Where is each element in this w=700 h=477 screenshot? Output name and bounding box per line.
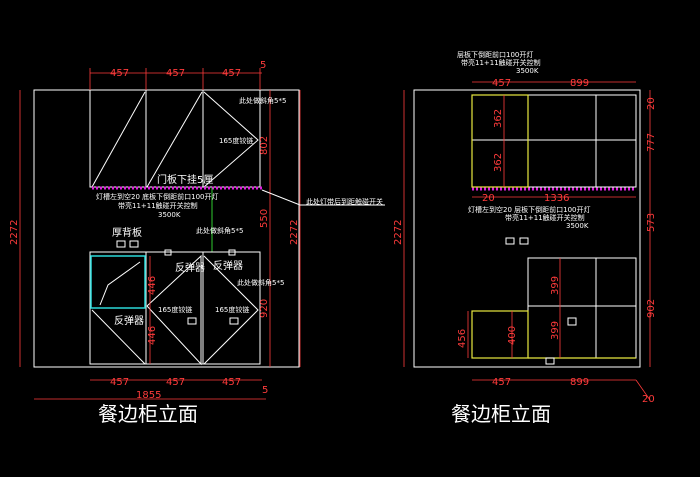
right-dim-inner-top-1: 362 — [493, 109, 504, 128]
right-title: 餐边柜立面 — [451, 402, 551, 426]
left-note-angle-bottom: 此处做斜角5*5 — [237, 278, 284, 287]
right-dim-bottom-2: 899 — [570, 377, 589, 388]
left-dim-top-4: 5 — [260, 60, 266, 71]
left-dim-inner-1: 446 — [147, 276, 158, 295]
right-note-light-1: 灯槽左到空20 层板下倒距前口100开灯 — [468, 205, 591, 214]
right-dim-inner-top-2: 362 — [493, 153, 504, 172]
right-dim-height-left: 2272 — [393, 220, 404, 245]
left-dim-top-3: 457 — [222, 68, 241, 79]
left-dim-right-550: 550 — [259, 209, 270, 228]
left-dim-height-left: 2272 — [9, 220, 20, 245]
left-note-back: 厚背板 — [112, 226, 142, 239]
left-dim-bottom-2: 457 — [166, 377, 185, 388]
left-outlet-icon — [129, 240, 139, 248]
left-dim-bottom-1: 457 — [110, 377, 129, 388]
left-dim-total: 1855 — [136, 390, 161, 401]
right-dim-456: 456 — [457, 329, 468, 348]
right-dim-20-mid: 20 — [482, 193, 495, 204]
right-dim-inner-bottom-1: 399 — [550, 276, 561, 295]
left-dim-bottom-4: 5 — [262, 385, 268, 396]
left-note-light-1: 灯槽左到空20 底板下倒距前口100开灯 — [96, 192, 219, 201]
right-note-light-3: 3500K — [566, 222, 589, 230]
right-outlet-icon — [505, 237, 515, 245]
right-knob-icon — [567, 317, 577, 326]
right-note-top-1: 层板下倒距前口100开灯 — [457, 50, 533, 59]
left-note-rebound-1: 反弹器 — [175, 261, 205, 274]
right-dim-bottom-1: 457 — [492, 377, 511, 388]
left-dim-right-802: 802 — [259, 136, 270, 155]
right-wall-cabinet — [471, 94, 637, 188]
left-note-hinge-b2: 165度铰链 — [215, 305, 249, 314]
left-outlet-icon — [116, 240, 126, 248]
left-knob-icon — [229, 317, 239, 325]
left-wall-cabinet — [89, 89, 261, 188]
left-note-hinge-b1: 165度铰链 — [158, 305, 192, 314]
right-note-top-3: 3500K — [516, 67, 539, 75]
right-dim-right-573: 573 — [646, 213, 657, 232]
right-dim-400: 400 — [507, 326, 518, 345]
left-dim-bottom-3: 457 — [222, 377, 241, 388]
left-dim-top-2: 457 — [166, 68, 185, 79]
left-dim-right-920: 920 — [259, 299, 270, 318]
right-dim-inner-bottom-2: 399 — [550, 321, 561, 340]
left-title: 餐边柜立面 — [98, 402, 198, 426]
left-elevation: 457 457 457 5 457 457 457 5 1855 2272 80… — [9, 60, 385, 426]
left-note-door-hang: 门板下挂5厘 — [157, 173, 213, 186]
left-note-rebound-3: 反弹器 — [114, 314, 144, 327]
left-dim-top-1: 457 — [110, 68, 129, 79]
left-note-angle-top: 此处做斜角5*5 — [239, 96, 286, 105]
right-elevation: 层板下倒距前口100开灯 带亮11+11触碰开关控制 3500K 457 899… — [393, 50, 657, 426]
left-dim-height-right: 2272 — [289, 220, 300, 245]
left-note-light-3: 3500K — [158, 211, 181, 219]
right-dim-right-20: 20 — [646, 97, 657, 110]
left-dim-inner-2: 446 — [147, 326, 158, 345]
right-base-cabinet — [527, 257, 637, 359]
right-dim-right-777: 777 — [646, 133, 657, 152]
left-note-angle-mid: 此处做斜角5*5 — [196, 226, 243, 235]
right-outer-frame — [413, 89, 641, 368]
right-note-top-2: 带亮11+11触碰开关控制 — [461, 58, 541, 67]
right-dim-1336: 1336 — [544, 193, 569, 204]
left-open-niche — [90, 255, 146, 309]
left-callout-light: 此处灯带后到距触碰开关 — [306, 197, 383, 206]
right-low-cabinet — [471, 310, 529, 359]
left-knob-icon — [187, 317, 197, 325]
right-dim-top-2: 899 — [570, 78, 589, 89]
right-outlet-icon — [519, 237, 529, 245]
right-dim-right-902: 902 — [646, 299, 657, 318]
right-dim-bottom-20: 20 — [642, 394, 655, 405]
left-note-hinge-top: 165度铰链 — [219, 136, 253, 145]
right-dim-top-1: 457 — [492, 78, 511, 89]
right-note-light-2: 带亮11+11触碰开关控制 — [505, 213, 585, 222]
left-note-light-2: 带亮11+11触碰开关控制 — [118, 201, 198, 210]
left-note-rebound-2: 反弹器 — [213, 259, 243, 272]
